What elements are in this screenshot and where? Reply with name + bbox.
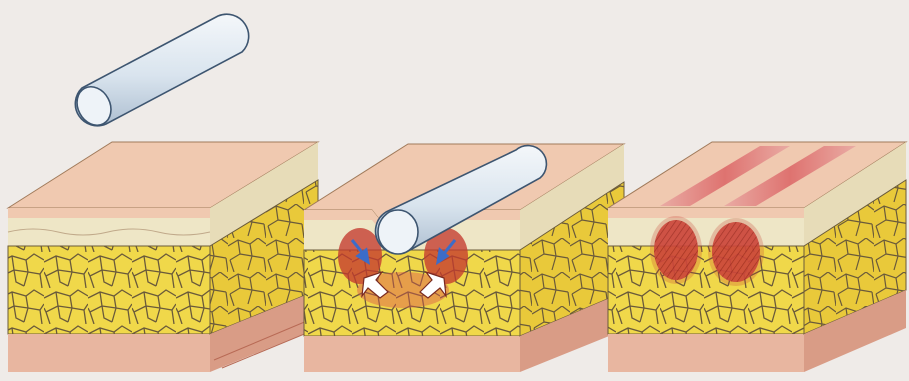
muscle-front xyxy=(8,334,210,372)
rod-icon xyxy=(70,14,248,131)
fat-layer-front xyxy=(8,246,210,334)
stage-3-block xyxy=(608,142,906,372)
stage-1-block xyxy=(8,14,318,372)
stage-2-block xyxy=(304,144,624,372)
